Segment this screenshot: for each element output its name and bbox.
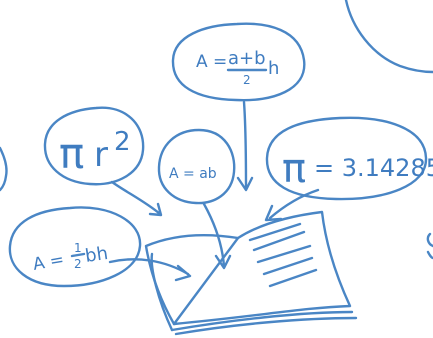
trapezoid-formula-bubble: A = a+b 2 h xyxy=(173,24,304,101)
pi-symbol-circle: π xyxy=(59,129,84,178)
circle-formula-bubble: π r 2 xyxy=(45,108,143,185)
triangle-numerator: 1 xyxy=(74,241,82,255)
rectangle-formula-bubble: A = ab xyxy=(159,130,234,203)
trapezoid-lhs: A = xyxy=(196,52,227,72)
triangle-tail: bh xyxy=(84,243,110,267)
arrow-trapezoid xyxy=(238,102,252,190)
partial-mark-right xyxy=(428,234,433,258)
radius-symbol: r xyxy=(94,135,108,175)
triangle-lhs: A = xyxy=(31,250,65,275)
open-book-icon xyxy=(146,212,356,334)
arrow-pi xyxy=(266,190,318,220)
trapezoid-numerator: a+b xyxy=(228,48,266,69)
triangle-denominator: 2 xyxy=(74,257,82,271)
rectangle-formula: A = ab xyxy=(169,166,217,182)
pi-value-text: = 3.14285 xyxy=(314,154,433,182)
pi-value-bubble: π = 3.14285 xyxy=(267,118,433,199)
pi-symbol-value: π xyxy=(282,146,306,192)
partial-circle-top-right xyxy=(346,0,433,72)
trapezoid-tail: h xyxy=(268,58,279,79)
triangle-formula-bubble: A = 1 2 bh xyxy=(10,207,140,286)
trapezoid-denominator: 2 xyxy=(243,73,251,87)
partial-bubble-left xyxy=(0,148,7,190)
radius-exponent: 2 xyxy=(114,127,131,157)
arrow-circle xyxy=(112,182,161,215)
